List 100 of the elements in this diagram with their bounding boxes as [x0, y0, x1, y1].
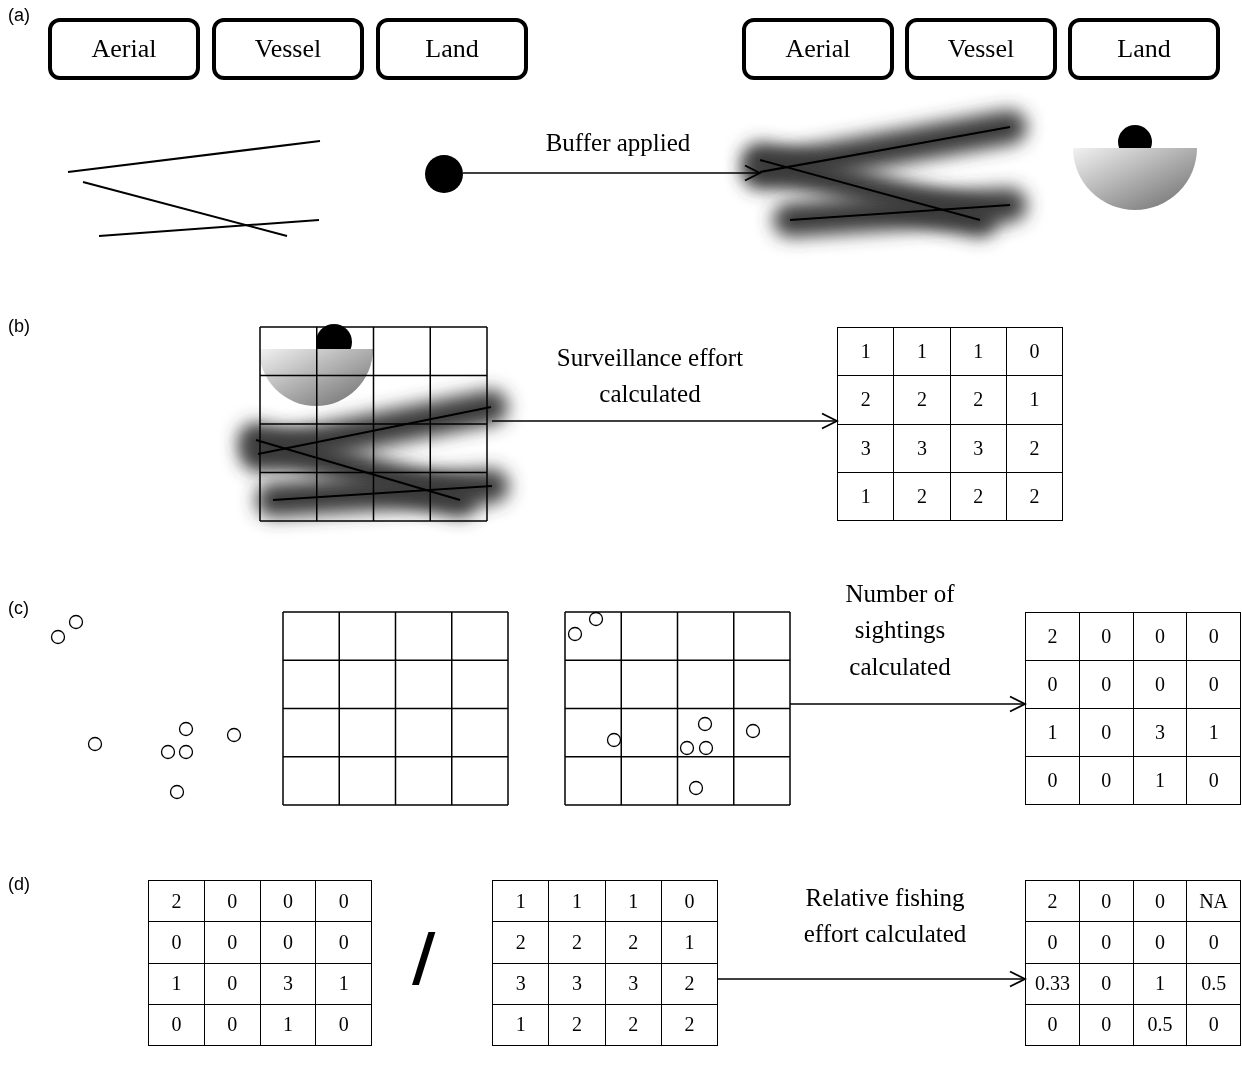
value-table: [492, 880, 718, 1046]
table-cell: 0: [1133, 921, 1187, 963]
table-cell: 2: [661, 1004, 718, 1046]
table-cell: 1: [837, 327, 894, 376]
table-cell: 3: [548, 963, 605, 1005]
edge-label: Relative fishing effort calculated: [802, 883, 968, 950]
category-box: Land: [376, 18, 528, 80]
table-cell: 1: [148, 963, 205, 1005]
table-cell: 0: [1079, 612, 1133, 661]
table-cell: 0: [1025, 756, 1080, 805]
table-cell: 2: [893, 375, 950, 424]
arrow: [789, 695, 1026, 713]
table-cell: 3: [950, 424, 1007, 473]
table-cell: 0: [1025, 660, 1080, 709]
table-cell: 3: [893, 424, 950, 473]
table-cell: 0: [204, 1004, 260, 1046]
table-cell: 0: [1079, 708, 1133, 757]
category-box: Vessel: [905, 18, 1057, 80]
table-cell: 1: [950, 327, 1007, 376]
value-table: [1025, 612, 1241, 805]
table-cell: 0: [148, 921, 205, 963]
table-cell: 1: [1006, 375, 1063, 424]
table-cell: 2: [837, 375, 894, 424]
table-cell: 1: [548, 880, 605, 922]
table-cell: 0: [1133, 660, 1187, 709]
table-cell: 3: [1133, 708, 1187, 757]
panel-label: (a): [8, 5, 30, 26]
category-box: Land: [1068, 18, 1220, 80]
table-cell: 1: [1133, 756, 1187, 805]
table-cell: 0: [1025, 1004, 1080, 1046]
table-cell: 0: [1025, 921, 1080, 963]
arrow: [717, 970, 1026, 988]
table-cell: 3: [605, 963, 662, 1005]
table-cell: 0.5: [1133, 1004, 1187, 1046]
division-sign: /: [412, 925, 436, 989]
table-cell: 2: [1006, 424, 1063, 473]
table-cell: 1: [1186, 708, 1241, 757]
table-cell: 1: [837, 472, 894, 521]
table-cell: 0: [1186, 1004, 1241, 1046]
table-cell: 2: [950, 472, 1007, 521]
table-cell: 2: [950, 375, 1007, 424]
category-box: Vessel: [212, 18, 364, 80]
table-cell: 1: [1025, 708, 1080, 757]
table-cell: 1: [661, 921, 718, 963]
table-cell: 0: [148, 1004, 205, 1046]
table-cell: NA: [1186, 880, 1241, 922]
table-cell: 0: [260, 880, 316, 922]
table-cell: 0: [204, 921, 260, 963]
table-cell: 0: [661, 880, 718, 922]
table-cell: 0: [1006, 327, 1063, 376]
picture: [283, 612, 508, 805]
table-cell: 0.5: [1186, 963, 1241, 1005]
panel-label: (d): [8, 874, 30, 895]
table-cell: 1: [492, 880, 549, 922]
table-cell: 0: [1079, 660, 1133, 709]
table-cell: 0: [1186, 756, 1241, 805]
panel-label: (b): [8, 316, 30, 337]
table-cell: 0: [315, 880, 372, 922]
category-box: Aerial: [48, 18, 200, 80]
table-cell: 0: [1079, 963, 1133, 1005]
category-box: Aerial: [742, 18, 894, 80]
table-cell: 0: [315, 921, 372, 963]
edge-label: Surveillance effort calculated: [555, 343, 745, 410]
table-cell: 2: [605, 1004, 662, 1046]
table-cell: 0: [1186, 921, 1241, 963]
table-cell: 0: [1133, 880, 1187, 922]
table-cell: 0: [1186, 612, 1241, 661]
table-cell: 2: [605, 921, 662, 963]
value-table: [148, 880, 372, 1046]
table-cell: 0: [1186, 660, 1241, 709]
arrow: [491, 412, 838, 430]
table-cell: 1: [492, 1004, 549, 1046]
table-cell: 0: [315, 1004, 372, 1046]
table-cell: 2: [148, 880, 205, 922]
table-cell: 2: [492, 921, 549, 963]
table-cell: 2: [548, 921, 605, 963]
table-cell: 0: [204, 880, 260, 922]
panel-label: (c): [8, 598, 29, 619]
table-cell: 0: [1133, 612, 1187, 661]
table-cell: 1: [260, 1004, 316, 1046]
table-cell: 0: [1079, 921, 1133, 963]
table-cell: 3: [260, 963, 316, 1005]
edge-label: Number of sightings calculated: [844, 579, 956, 682]
table-cell: 2: [893, 472, 950, 521]
table-cell: 0: [1079, 880, 1133, 922]
value-table: [1025, 880, 1241, 1046]
table-cell: 0.33: [1025, 963, 1080, 1005]
table-cell: 0: [204, 963, 260, 1005]
table-cell: 3: [837, 424, 894, 473]
table-cell: 1: [893, 327, 950, 376]
table-cell: 2: [1025, 612, 1080, 661]
table-cell: 0: [260, 921, 316, 963]
table-cell: 2: [1006, 472, 1063, 521]
table-cell: 2: [548, 1004, 605, 1046]
table-cell: 3: [492, 963, 549, 1005]
table-cell: 1: [315, 963, 372, 1005]
table-cell: 2: [661, 963, 718, 1005]
table-cell: 1: [605, 880, 662, 922]
arrow: [462, 164, 761, 182]
table-cell: 0: [1079, 1004, 1133, 1046]
